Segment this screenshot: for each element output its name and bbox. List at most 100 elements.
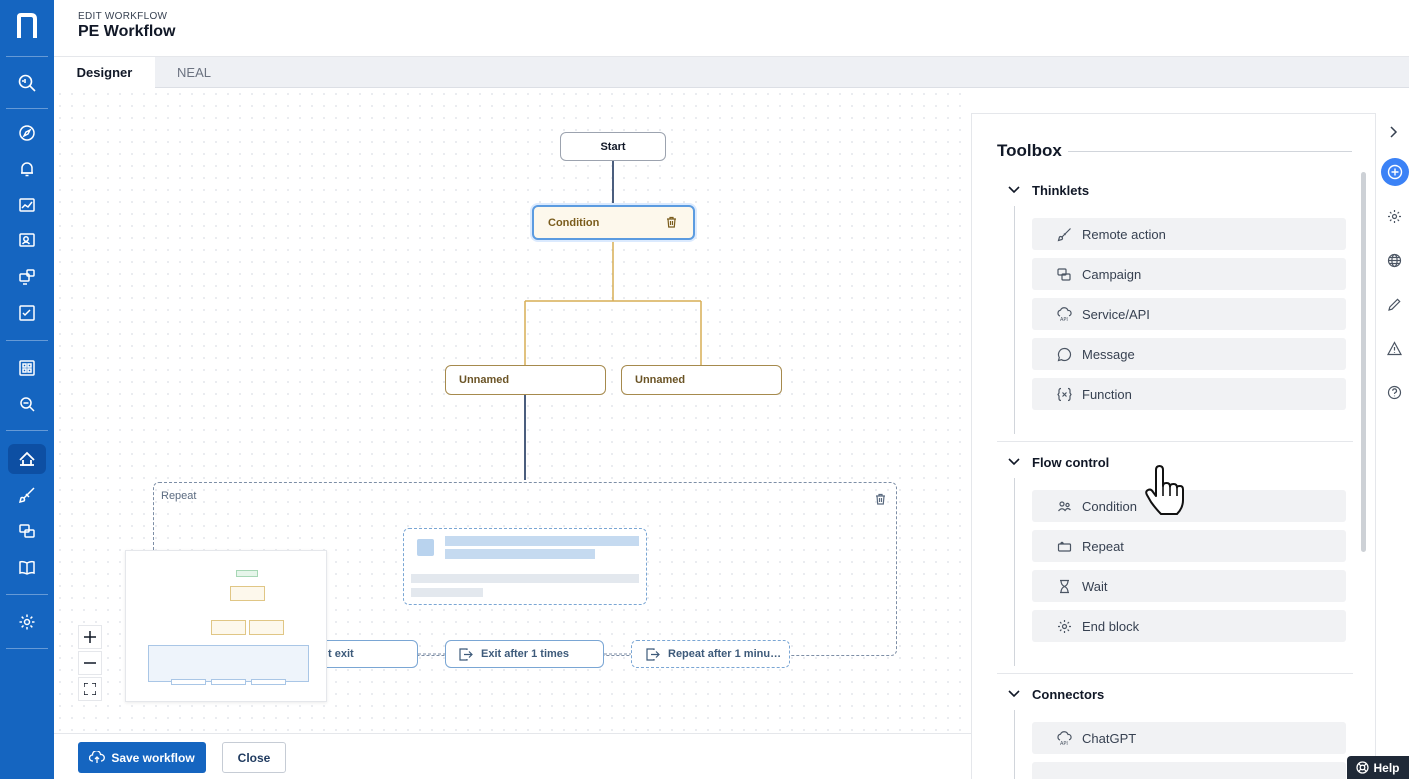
tool-label: Service/API (1082, 306, 1150, 322)
search-icon[interactable] (8, 68, 46, 98)
tool-repeat[interactable]: Repeat (1032, 530, 1346, 562)
zoom-out-button[interactable] (78, 651, 102, 675)
exit-icon (646, 647, 660, 661)
users-icon[interactable] (8, 226, 46, 256)
tool-label: Message (1082, 346, 1135, 362)
api-icon: API (1056, 730, 1072, 746)
footer-bar: Save workflow Close (54, 733, 971, 779)
settings-icon[interactable] (1381, 203, 1407, 229)
svg-text:API: API (1060, 317, 1068, 322)
toolbox-scrollbar[interactable] (1361, 172, 1366, 552)
branch-node[interactable]: Unnamed (445, 365, 606, 395)
campaign-icon (1056, 266, 1072, 282)
title-divider (1068, 151, 1352, 152)
dashboard-icon[interactable] (8, 190, 46, 220)
checklist-icon[interactable] (8, 298, 46, 328)
tool-label: Condition (1082, 498, 1137, 514)
nav-divider (6, 56, 48, 57)
close-button[interactable]: Close (222, 742, 286, 773)
tab-neal[interactable]: NEAL (177, 65, 211, 80)
tool-label: End block (1082, 618, 1140, 634)
tool-label: Function (1082, 386, 1132, 402)
nexthink-logo[interactable] (0, 6, 54, 46)
rocket-icon[interactable] (8, 480, 46, 510)
trash-icon[interactable] (875, 492, 886, 510)
page-header: EDIT WORKFLOW PE Workflow (54, 0, 1409, 57)
globe-icon[interactable] (1381, 247, 1407, 273)
chevron-down-icon (1006, 182, 1022, 198)
branch-node[interactable]: Unnamed (621, 365, 782, 395)
rocket-icon (1056, 226, 1072, 242)
trash-icon[interactable] (666, 216, 677, 231)
tab-designer[interactable]: Designer (54, 57, 155, 88)
drop-placeholder[interactable] (403, 528, 647, 605)
nav-divider (6, 594, 48, 595)
exit-icon (459, 647, 473, 661)
function-icon (1056, 386, 1072, 402)
fit-view-button[interactable] (78, 677, 102, 701)
tool-next[interactable] (1032, 762, 1346, 779)
chat-icon[interactable] (8, 516, 46, 546)
save-workflow-button[interactable]: Save workflow (78, 742, 206, 773)
section-label: Flow control (1032, 454, 1110, 470)
investigate-icon[interactable] (8, 389, 46, 419)
workflow-icon[interactable] (8, 444, 46, 474)
tool-label: Remote action (1082, 226, 1166, 242)
help-button[interactable]: Help (1347, 756, 1409, 779)
tool-label: ChatGPT (1082, 730, 1137, 746)
tool-end-block[interactable]: End block (1032, 610, 1346, 642)
toolbox-panel: Toolbox Thinklets Remote action Campaign… (971, 113, 1375, 779)
start-node[interactable]: Start (560, 132, 666, 161)
chevron-right-icon[interactable] (1381, 119, 1407, 145)
exit-node[interactable]: Exit after 1 times (445, 640, 604, 668)
zoom-in-button[interactable] (78, 625, 102, 649)
exit-node[interactable]: Repeat after 1 minu… (631, 640, 790, 668)
tool-wait[interactable]: Wait (1032, 570, 1346, 602)
repeat-icon (1056, 538, 1072, 554)
tool-remote-action[interactable]: Remote action (1032, 218, 1346, 250)
section-connectors[interactable]: Connectors (1006, 686, 1104, 702)
gear-icon (1056, 618, 1072, 634)
right-rail (1375, 113, 1409, 779)
page-title: PE Workflow (78, 23, 176, 40)
tool-label: Campaign (1082, 266, 1142, 282)
section-thinklets[interactable]: Thinklets (1006, 182, 1089, 198)
section-guide (1014, 478, 1015, 666)
warning-icon[interactable] (1381, 335, 1407, 361)
nav-divider (6, 340, 48, 341)
tool-label: Wait (1082, 578, 1108, 594)
gear-icon[interactable] (8, 607, 46, 637)
tool-chatgpt[interactable]: API ChatGPT (1032, 722, 1346, 754)
condition-node[interactable]: Condition (532, 205, 695, 240)
exit-node-label: Repeat after 1 minu… (668, 648, 782, 660)
help-circle-icon[interactable] (1381, 379, 1407, 405)
lifebuoy-icon (1356, 761, 1370, 774)
tool-label: Repeat (1082, 538, 1124, 554)
tool-campaign[interactable]: Campaign (1032, 258, 1346, 290)
bell-icon[interactable] (8, 154, 46, 184)
pencil-icon[interactable] (1381, 291, 1407, 317)
workflow-canvas[interactable]: Start Condition Unnamed Unnamed Repeat t… (54, 88, 971, 733)
connector-lines (418, 160, 702, 655)
compass-icon[interactable] (8, 118, 46, 148)
chevron-down-icon (1006, 686, 1022, 702)
apps-icon[interactable] (8, 353, 46, 383)
section-flow-control[interactable]: Flow control (1006, 454, 1109, 470)
tool-condition[interactable]: Condition (1032, 490, 1346, 522)
tool-service-api[interactable]: API Service/API (1032, 298, 1346, 330)
book-icon[interactable] (8, 552, 46, 582)
section-guide (1014, 206, 1015, 434)
nav-divider (6, 648, 48, 649)
add-icon[interactable] (1381, 158, 1409, 186)
tool-function[interactable]: Function (1032, 378, 1346, 410)
exit-node-label: Exit after 1 times (481, 648, 570, 660)
message-icon (1056, 346, 1072, 362)
minimap[interactable] (125, 550, 327, 702)
devices-icon[interactable] (8, 262, 46, 292)
help-label: Help (1373, 760, 1400, 775)
tool-message[interactable]: Message (1032, 338, 1346, 370)
page-kicker: EDIT WORKFLOW (78, 11, 168, 22)
section-divider (997, 673, 1353, 674)
chevron-down-icon (1006, 454, 1022, 470)
condition-node-label: Condition (548, 216, 600, 229)
